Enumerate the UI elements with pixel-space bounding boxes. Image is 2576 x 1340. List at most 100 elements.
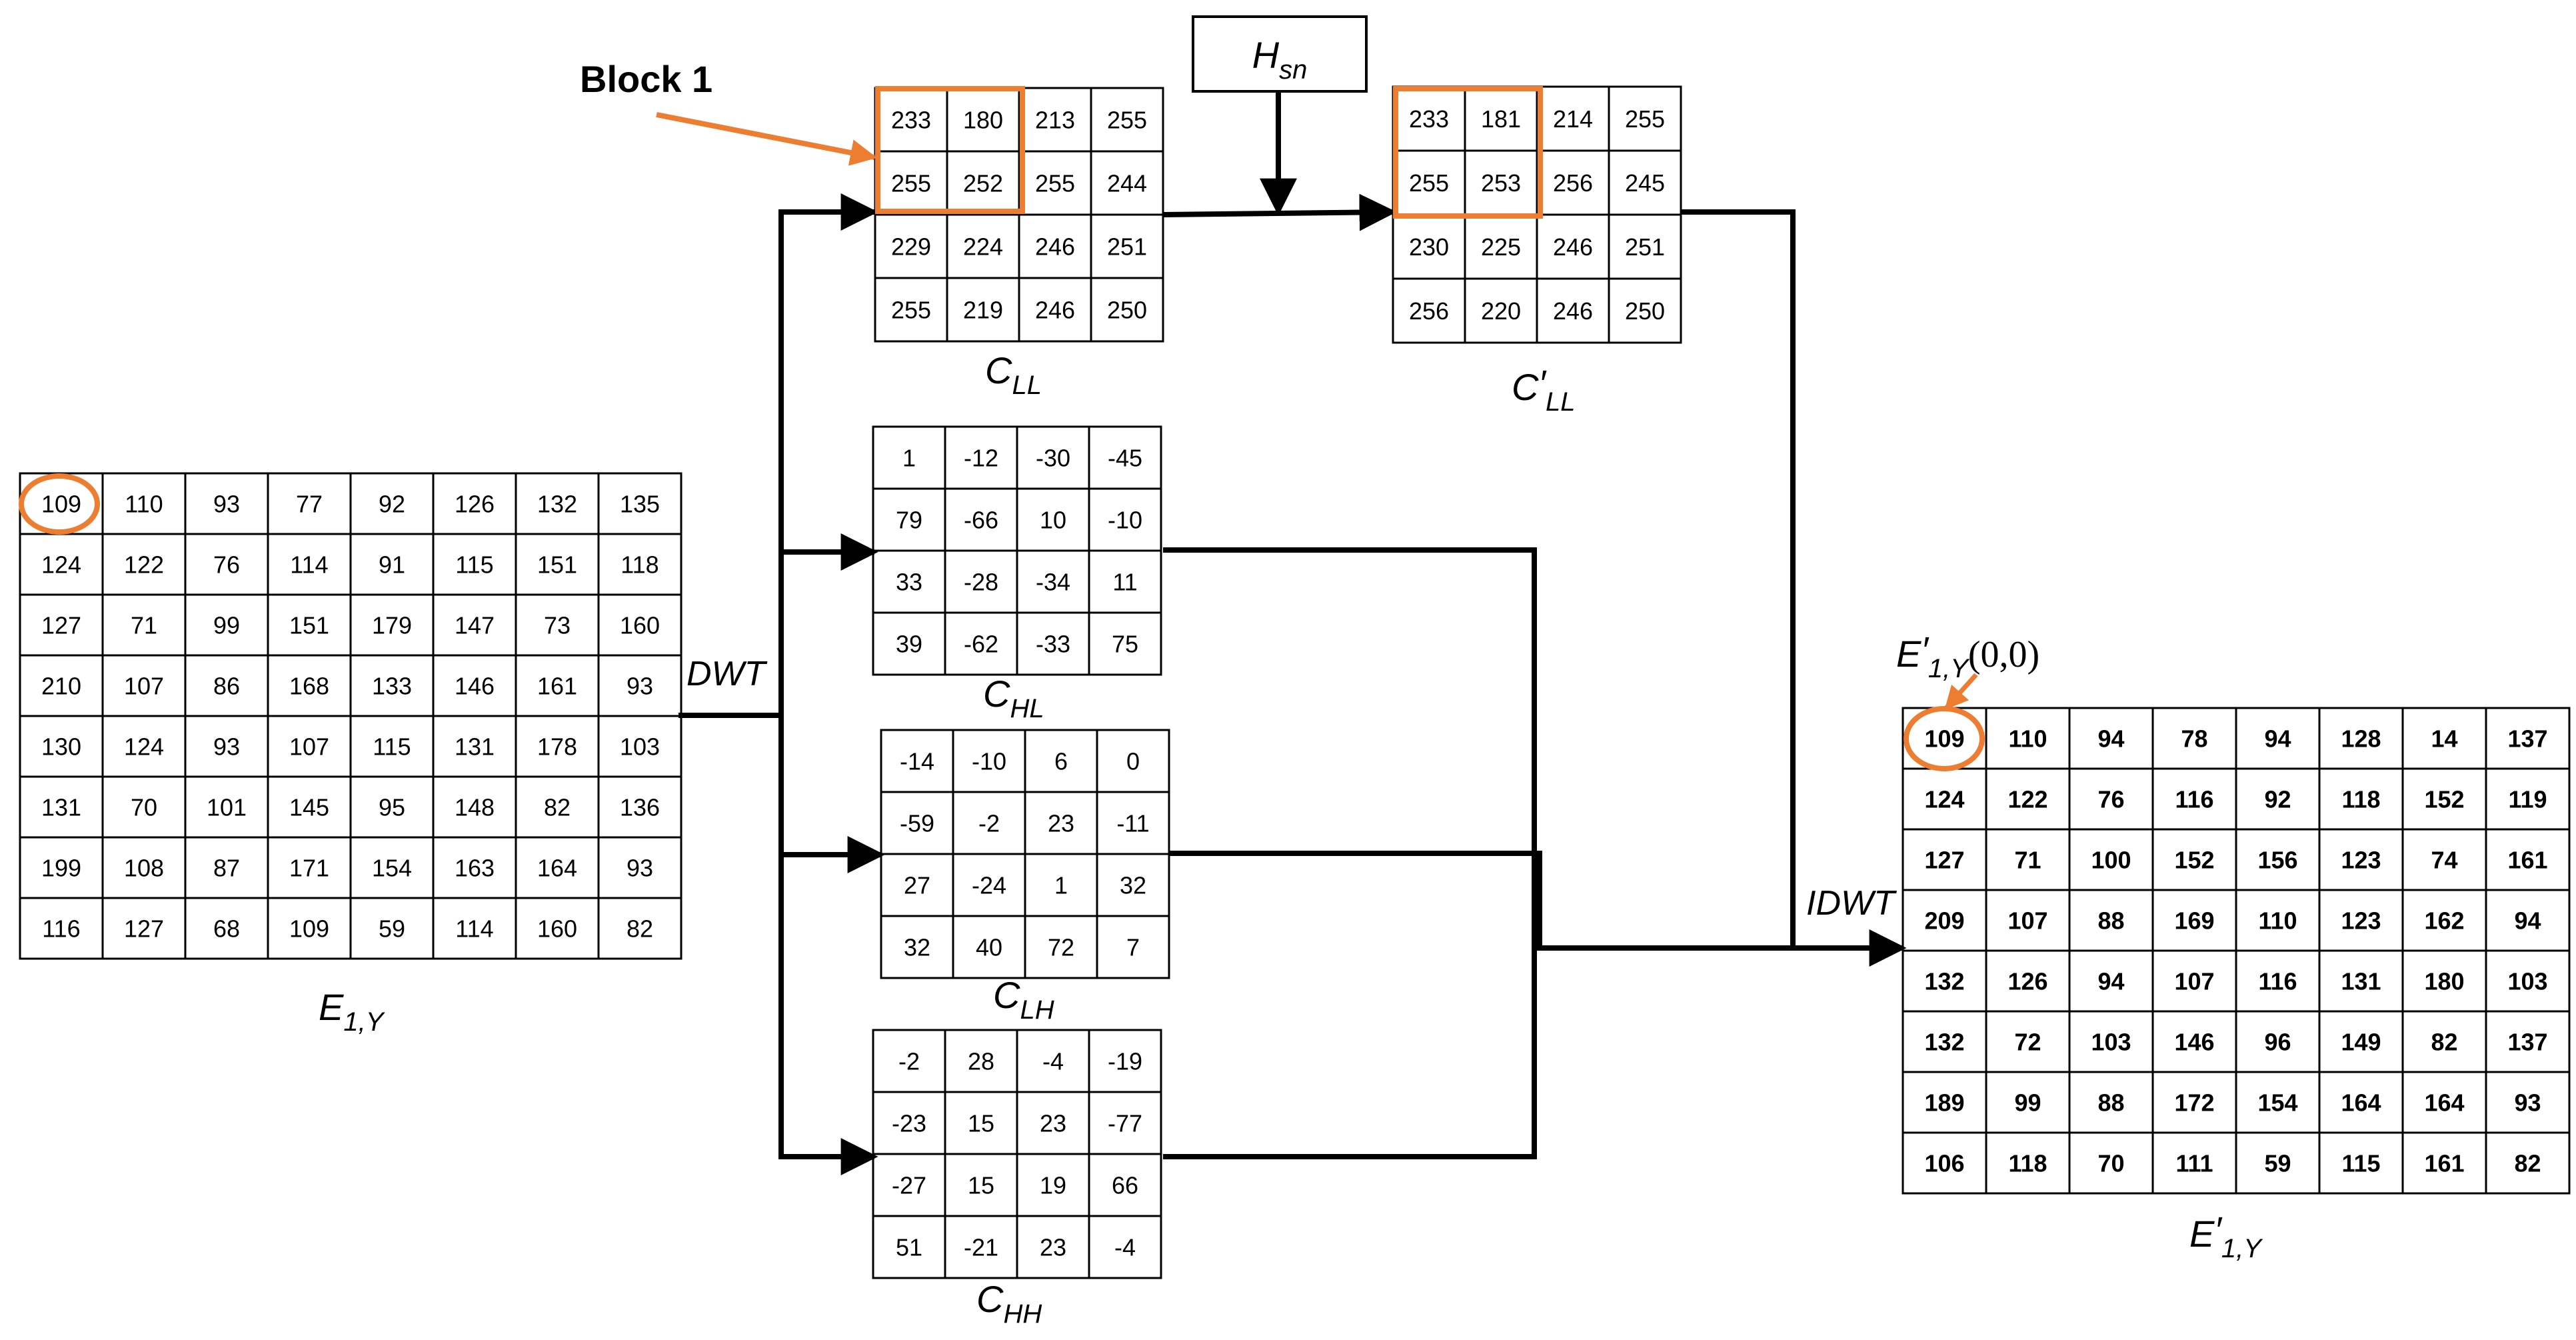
chh-cell-value: -23 bbox=[892, 1109, 926, 1137]
clh-out-line bbox=[1170, 851, 1542, 948]
cpll-cell-value: 214 bbox=[1553, 105, 1593, 133]
ep1y-cell-value: 74 bbox=[2431, 846, 2457, 873]
cll-caption: CLL bbox=[985, 349, 1042, 400]
cpll-cell bbox=[1536, 213, 1610, 280]
chl-cell-value: -12 bbox=[964, 444, 998, 471]
ep1y-cell bbox=[2068, 949, 2154, 1013]
ep1y-cell-value: 100 bbox=[2091, 846, 2131, 873]
chh-caption: CHH bbox=[976, 1278, 1042, 1329]
cll-cell-value: 246 bbox=[1035, 296, 1075, 323]
ep1y-cell-value: 154 bbox=[2257, 1089, 2297, 1116]
e1y-cell bbox=[515, 836, 600, 899]
cll-cell-value: 255 bbox=[1107, 106, 1147, 133]
e1y-cell-value: 86 bbox=[213, 672, 240, 699]
chh-cell-value: -2 bbox=[898, 1047, 920, 1075]
e1y-cell bbox=[349, 775, 435, 839]
clh-cell bbox=[880, 853, 954, 917]
e1y-cell-value: 124 bbox=[124, 733, 164, 760]
ep1y-cell-value: 152 bbox=[2424, 785, 2464, 813]
ep1y-cell-value: 162 bbox=[2424, 907, 2464, 934]
ep1y-cell-value: 164 bbox=[2341, 1089, 2381, 1116]
chl-cell-value: -30 bbox=[1036, 444, 1070, 471]
clh-cell-value: -14 bbox=[900, 747, 934, 775]
e1y-cell-value: 122 bbox=[124, 551, 164, 578]
chl-cell bbox=[1088, 425, 1162, 490]
clh-cell bbox=[1024, 853, 1098, 917]
clh-cell bbox=[1024, 791, 1098, 855]
chh-cell-value: 19 bbox=[1040, 1171, 1066, 1199]
chl-cell bbox=[872, 425, 946, 490]
chl-cell-value: -45 bbox=[1108, 444, 1142, 471]
ep1y-cell bbox=[2318, 1131, 2404, 1195]
cpll-cell-value: 255 bbox=[1409, 169, 1449, 197]
e1y-cell-value: 118 bbox=[621, 551, 658, 578]
e1y-cell bbox=[432, 533, 517, 596]
cpll-out-line bbox=[1681, 209, 1796, 948]
cpll-cell-value: 253 bbox=[1481, 169, 1521, 197]
e1y-cell bbox=[597, 836, 682, 899]
ep1y-cell-value: 93 bbox=[2514, 1089, 2541, 1116]
e1y-cell-value: 131 bbox=[455, 733, 495, 760]
ep1y-cell bbox=[2151, 767, 2237, 831]
e1y-cell-value: 161 bbox=[537, 672, 577, 699]
clh-cell-value: 27 bbox=[904, 871, 930, 899]
e1y-cell bbox=[597, 472, 682, 535]
ep1y-cell-value: 109 bbox=[1924, 725, 1964, 752]
ep1y-cell-value: 103 bbox=[2091, 1028, 2131, 1055]
e1y-cell bbox=[349, 593, 435, 657]
e1y-cell-value: 145 bbox=[289, 793, 329, 821]
cll-cell-value: 252 bbox=[963, 169, 1003, 197]
e1y-cell-value: 59 bbox=[379, 915, 405, 942]
clh-cell bbox=[880, 729, 954, 793]
ep1y-cell-value: 72 bbox=[2014, 1028, 2041, 1055]
ep1y-cell bbox=[2485, 828, 2571, 891]
clh-cell-value: 32 bbox=[1120, 871, 1146, 899]
cll-cell-value: 246 bbox=[1035, 233, 1075, 260]
ep1y-cell-value: 132 bbox=[1924, 1028, 1964, 1055]
ep1y-cell-value: 126 bbox=[2007, 967, 2047, 995]
ep1y-cell-value: 131 bbox=[2341, 967, 2381, 995]
ep1y-cell bbox=[1985, 767, 2071, 831]
chl-caption: CHL bbox=[983, 673, 1044, 723]
ep1y-cell-value: 106 bbox=[1924, 1149, 1964, 1177]
e1y-cell-value: 136 bbox=[620, 793, 660, 821]
e1y-cell-value: 154 bbox=[372, 854, 412, 881]
ep1y-cell-value: 71 bbox=[2014, 846, 2041, 873]
e1y-cell bbox=[432, 897, 517, 960]
e1y-cell-value: 151 bbox=[537, 551, 577, 578]
ep1y-cell-value: 124 bbox=[1924, 785, 1964, 813]
e1y-cell bbox=[349, 897, 435, 960]
ep1y-cell-value: 123 bbox=[2341, 846, 2381, 873]
cpll-caption: C′LL bbox=[1512, 362, 1575, 417]
connectors bbox=[678, 91, 1907, 1175]
chh-cell-value: -27 bbox=[892, 1171, 926, 1199]
chl-cell bbox=[872, 611, 946, 676]
cpll-cell-value: 256 bbox=[1553, 169, 1593, 197]
ep1y-cell bbox=[2235, 828, 2321, 891]
e1y-cell bbox=[432, 836, 517, 899]
ep1y-cell-value: 107 bbox=[2174, 967, 2214, 995]
cpll-cell-value: 220 bbox=[1481, 297, 1521, 325]
chl-cell-value: -10 bbox=[1108, 506, 1142, 533]
e1y-cell-value: 114 bbox=[455, 915, 493, 942]
chh-cell-value: 15 bbox=[968, 1109, 994, 1137]
e1y-cell bbox=[267, 654, 352, 717]
e1y-cell-value: 103 bbox=[620, 733, 660, 760]
ep1y-cell-value: 118 bbox=[2341, 785, 2380, 813]
ep1y-cell-value: 172 bbox=[2174, 1089, 2214, 1116]
ep1y-cell bbox=[2401, 1131, 2487, 1195]
e1y-cell-value: 109 bbox=[41, 490, 81, 517]
e1y-cell-value: 146 bbox=[455, 672, 495, 699]
ep1y-cell-value: 127 bbox=[1924, 846, 1964, 873]
e1y-cell bbox=[101, 472, 187, 535]
ep1y-cell bbox=[2401, 767, 2487, 831]
cll-cell-value: 251 bbox=[1107, 233, 1147, 260]
e1y-cell bbox=[267, 715, 352, 778]
e1y-cell bbox=[19, 836, 104, 899]
clh-cell bbox=[1024, 915, 1098, 979]
cpll-cell bbox=[1392, 277, 1466, 344]
